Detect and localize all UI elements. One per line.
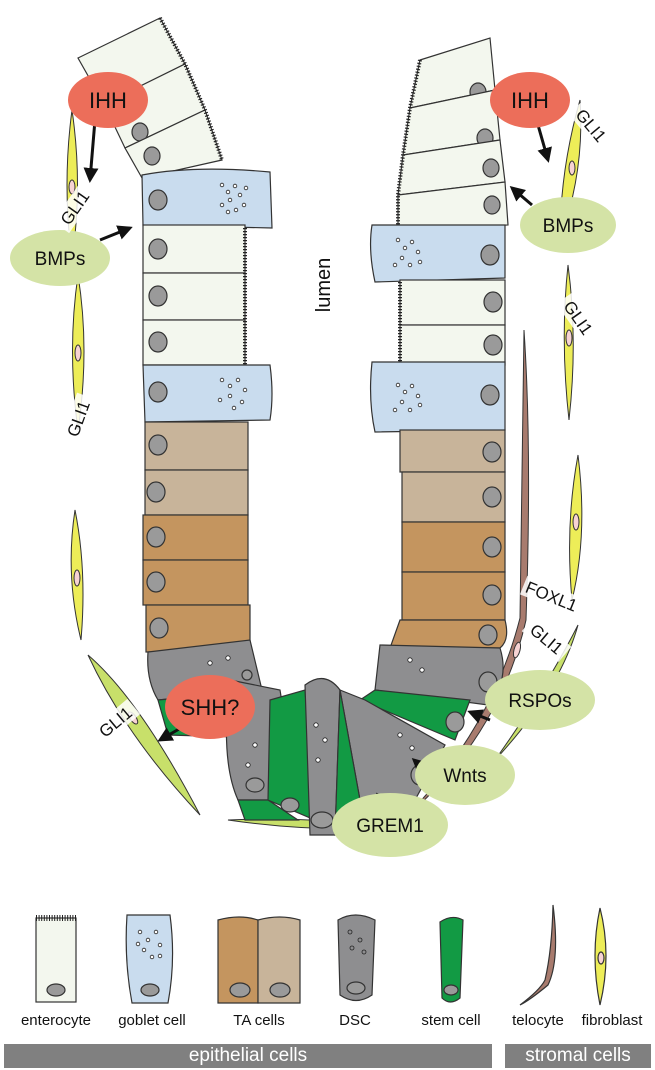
rspos-badge: RSPOs <box>485 670 595 730</box>
enterocyte-cell <box>400 280 505 325</box>
ta-cell-light <box>145 470 248 515</box>
ihh-right-badge: IHH <box>490 72 570 128</box>
enterocyte-cell <box>143 320 245 365</box>
svg-text:BMPs: BMPs <box>35 249 86 270</box>
arrow <box>100 228 130 240</box>
svg-text:GREM1: GREM1 <box>356 816 424 837</box>
gli1-label: GLI1 <box>63 398 93 439</box>
legend-telocyte-icon <box>520 905 556 1005</box>
ta-cell-dark <box>390 620 507 648</box>
goblet-cell <box>371 225 505 282</box>
enterocyte-cell <box>400 325 505 365</box>
arrow <box>512 188 532 205</box>
stromal-markers: GLI1 GLI1 GLI1 GLI1 GLI1 FOXL1 GLI1 <box>53 101 614 745</box>
ta-cell-light <box>145 422 248 470</box>
ta-cell-dark <box>143 560 248 605</box>
legend-label-ta: TA cells <box>218 1012 300 1029</box>
ta-cell-light <box>402 472 505 522</box>
arrow <box>538 125 548 160</box>
goblet-cell <box>142 169 272 228</box>
svg-text:Wnts: Wnts <box>443 766 486 787</box>
fibroblast-nucleus <box>75 345 81 361</box>
arrow <box>90 120 95 180</box>
legend-enterocyte-icon <box>36 918 76 1002</box>
enterocyte-cell <box>143 273 245 320</box>
legend-label-enterocyte: enterocyte <box>6 1012 106 1029</box>
lumen-label: lumen <box>313 258 335 312</box>
legend-label-telocyte: telocyte <box>503 1012 573 1029</box>
svg-text:IHH: IHH <box>89 88 127 113</box>
epithelial-cells-bar: epithelial cells <box>4 1044 492 1068</box>
ihh-left-badge: IHH <box>68 72 148 128</box>
legend-label-dsc: DSC <box>330 1012 380 1029</box>
stromal-cells-bar: stromal cells <box>505 1044 651 1068</box>
legend-fibroblast-icon <box>595 908 606 1005</box>
legend-icons <box>36 905 606 1005</box>
fibroblast-nucleus <box>573 514 579 530</box>
legend-label-stem: stem cell <box>410 1012 492 1029</box>
svg-text:RSPOs: RSPOs <box>508 691 571 712</box>
bmps-left-badge: BMPs <box>10 230 110 286</box>
svg-text:SHH?: SHH? <box>181 695 240 720</box>
grem1-badge: GREM1 <box>332 793 448 857</box>
goblet-cell <box>371 362 505 432</box>
ta-cell-dark <box>402 572 505 620</box>
ta-cell-dark <box>143 515 248 560</box>
svg-text:IHH: IHH <box>511 88 549 113</box>
fibroblast-nucleus <box>566 330 572 346</box>
goblet-cell <box>143 365 272 422</box>
legend-label-fibroblast: fibroblast <box>572 1012 652 1029</box>
legend-ta-icon <box>218 917 300 1003</box>
ta-cell-dark <box>402 522 505 572</box>
bmps-right-badge: BMPs <box>520 197 616 253</box>
dsc-cell <box>305 679 340 835</box>
fibroblast-nucleus <box>74 570 80 586</box>
enterocyte-cell <box>143 225 245 273</box>
shh-badge: SHH? <box>165 675 255 739</box>
legend-label-goblet: goblet cell <box>108 1012 196 1029</box>
ta-cell-light <box>400 430 505 472</box>
wnts-badge: Wnts <box>415 745 515 805</box>
fibroblast-nucleus <box>569 161 575 175</box>
legend-dsc-icon <box>338 915 375 1001</box>
legend-stem-icon <box>440 917 463 1002</box>
legend-goblet-icon <box>126 915 172 1003</box>
svg-text:BMPs: BMPs <box>543 216 594 237</box>
